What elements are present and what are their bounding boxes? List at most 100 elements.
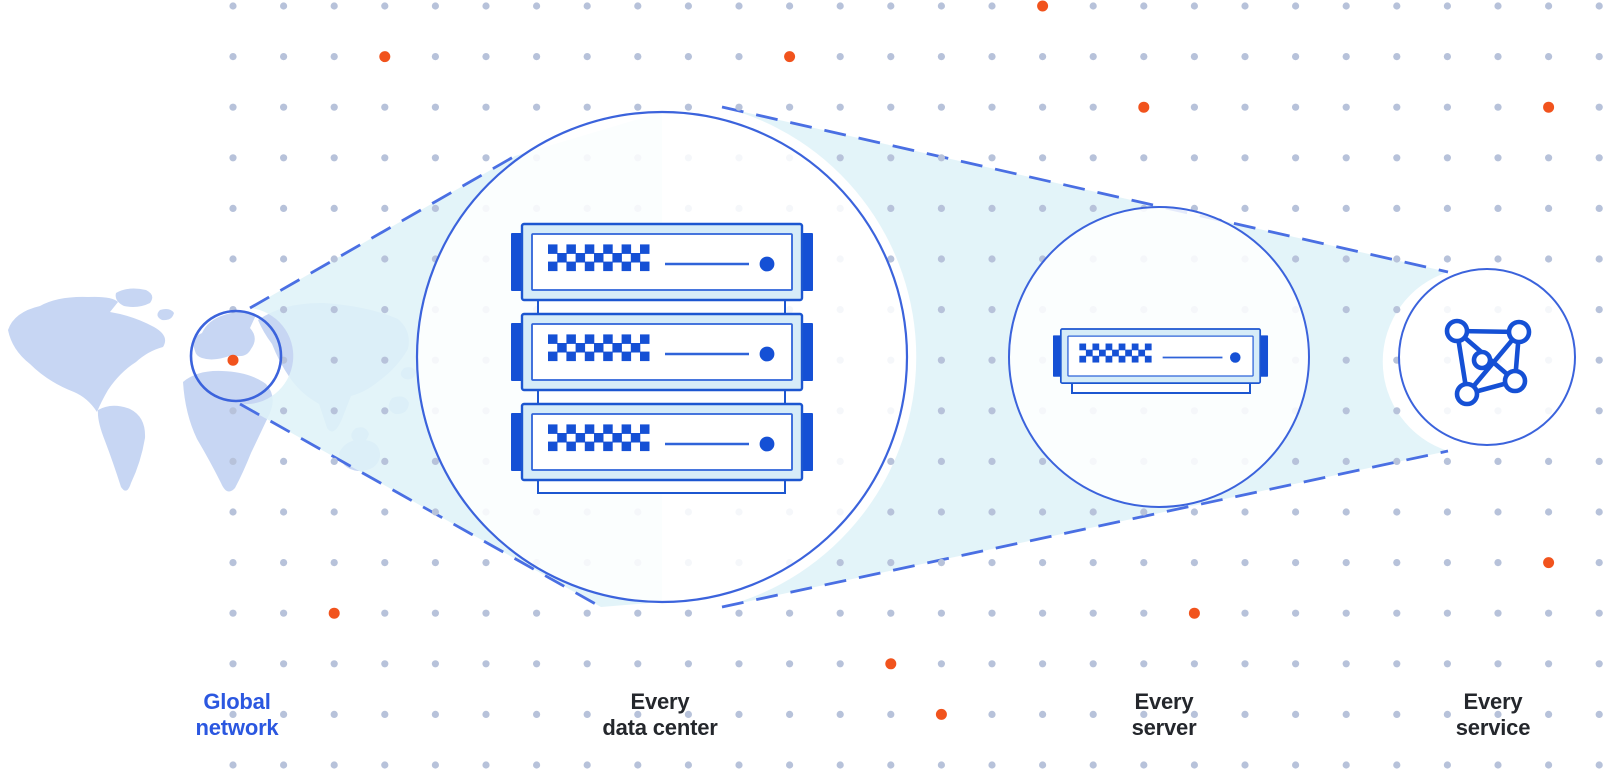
grid-dot xyxy=(1241,609,1249,617)
grid-dot xyxy=(735,710,743,719)
grid-dot xyxy=(836,103,844,111)
grid-dot xyxy=(1089,609,1097,617)
grid-dot xyxy=(431,53,439,61)
label-line: service xyxy=(1455,715,1531,740)
grid-dot xyxy=(1140,508,1148,516)
grid-dot xyxy=(1342,407,1350,415)
grid-dot xyxy=(937,204,946,212)
grid-dot xyxy=(1443,609,1451,617)
grid-dot xyxy=(1595,508,1603,516)
grid-dot xyxy=(1342,609,1350,617)
grid-dot xyxy=(634,103,642,111)
grid-dot xyxy=(1140,2,1148,10)
grid-dot xyxy=(381,103,389,111)
grid-dot xyxy=(330,103,338,111)
grid-dot xyxy=(937,508,946,516)
grid-dot xyxy=(1140,710,1148,719)
grid-dot xyxy=(280,306,288,314)
grid-dot xyxy=(988,710,996,719)
grid-dot xyxy=(533,53,541,61)
grid-dot xyxy=(1089,710,1097,719)
grid-dot xyxy=(229,508,237,516)
grid-dot xyxy=(229,407,237,415)
grid-dot xyxy=(330,508,338,516)
grid-dot xyxy=(431,761,439,769)
grid-dot xyxy=(1393,559,1401,567)
grid-dot xyxy=(988,53,996,61)
grid-dot xyxy=(229,609,237,617)
grid-dot xyxy=(1393,306,1401,314)
grid-dot xyxy=(1342,204,1350,212)
single-server-icon xyxy=(1052,328,1269,394)
grid-dot xyxy=(1190,559,1198,567)
grid-dot xyxy=(280,407,288,415)
grid-dot xyxy=(1595,457,1603,465)
grid-dot xyxy=(1393,407,1401,415)
grid-dot xyxy=(634,761,642,769)
grid-dot xyxy=(1443,660,1451,668)
grid-dot xyxy=(381,559,389,567)
grid-dot xyxy=(1190,103,1198,111)
grid-dot xyxy=(836,559,844,567)
server-unit-2 xyxy=(509,312,815,392)
grid-dot xyxy=(381,457,389,465)
grid-dot xyxy=(1545,2,1553,10)
grid-dot xyxy=(786,660,794,668)
grid-dot xyxy=(229,103,237,111)
grid-dot xyxy=(988,407,996,415)
grid-dot xyxy=(583,609,591,617)
graph-node xyxy=(1502,368,1528,394)
grid-dot xyxy=(280,53,288,61)
grid-dot xyxy=(229,53,237,61)
grid-dot xyxy=(1039,53,1047,61)
grid-dot xyxy=(1140,559,1148,567)
label-global-network: Global network xyxy=(196,689,279,741)
grid-dot xyxy=(431,154,439,162)
grid-dot xyxy=(482,660,490,668)
grid-dot xyxy=(1595,255,1603,263)
grid-dot xyxy=(1595,103,1603,111)
grid-dot xyxy=(1190,2,1198,10)
continent-africa xyxy=(183,370,273,492)
grid-dot xyxy=(1089,53,1097,61)
grid-dot xyxy=(1545,508,1553,516)
grid-dot xyxy=(1241,154,1249,162)
grid-dot xyxy=(280,559,288,567)
grid-dot xyxy=(735,103,743,111)
orange-accent-dot xyxy=(1037,0,1049,12)
grid-dot xyxy=(1393,508,1401,516)
grid-dot xyxy=(533,103,541,111)
grid-dot xyxy=(1443,559,1451,567)
label-line: Every xyxy=(1463,689,1523,714)
grid-dot xyxy=(330,761,338,769)
grid-dot xyxy=(1595,660,1603,668)
grid-dot xyxy=(1292,559,1300,567)
grid-dot xyxy=(1342,356,1350,364)
grid-dot xyxy=(937,559,946,567)
grid-dot xyxy=(1494,53,1502,61)
grid-dot xyxy=(229,204,237,212)
label-every-data-center: Every data center xyxy=(602,689,717,741)
grid-dot xyxy=(1393,660,1401,668)
grid-dot xyxy=(887,761,895,769)
grid-dot xyxy=(583,660,591,668)
grid-dot xyxy=(1494,457,1502,465)
grid-dot xyxy=(735,53,743,61)
grid-dot xyxy=(1241,761,1249,769)
grid-dot xyxy=(381,306,389,314)
grid-dot xyxy=(330,356,338,364)
grid-dot xyxy=(937,255,946,263)
grid-dot xyxy=(330,306,338,314)
grid-dot xyxy=(381,255,389,263)
grid-dot xyxy=(1494,103,1502,111)
grid-dot xyxy=(1039,457,1047,465)
orange-accent-dot xyxy=(1138,101,1150,113)
grid-dot xyxy=(988,508,996,516)
grid-dot xyxy=(1089,761,1097,769)
grid-dot xyxy=(988,761,996,769)
orange-accent-dot xyxy=(1543,557,1555,569)
grid-dot xyxy=(1292,710,1300,719)
grid-dot xyxy=(280,255,288,263)
grid-dot xyxy=(533,609,541,617)
